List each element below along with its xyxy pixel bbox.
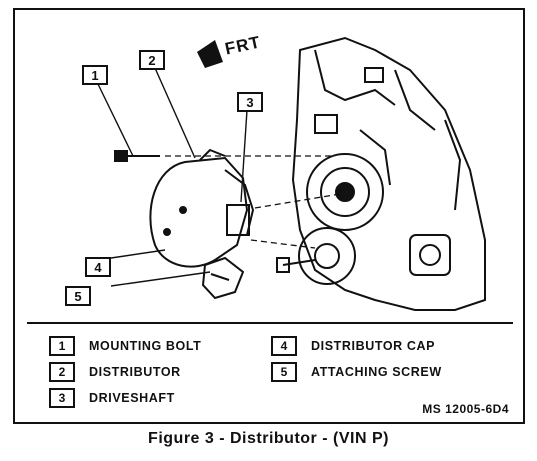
legend-label: DISTRIBUTOR CAP [311,339,436,353]
timing-gear [276,153,384,285]
legend-number: 1 [49,336,75,356]
legend-item: 4 DISTRIBUTOR CAP [271,336,435,356]
distributor-body [149,148,255,300]
callout-3: 3 [237,92,263,112]
alignment-lines [165,155,341,249]
legend-number: 4 [271,336,297,356]
legend-label: ATTACHING SCREW [311,365,442,379]
legend-number: 2 [49,362,75,382]
callout-1: 1 [82,65,108,85]
legend-divider [27,322,513,324]
legend-label: DISTRIBUTOR [89,365,181,379]
legend-number: 5 [271,362,297,382]
figure-caption: Figure 3 - Distributor - (VIN P) [148,430,389,447]
callout-5: 5 [65,286,91,306]
legend-item: 1 MOUNTING BOLT [49,336,201,356]
front-arrow-icon [197,40,223,68]
mounting-bolt [114,150,160,162]
distributor-illustration [96,36,486,311]
callout-4: 4 [85,257,111,277]
reference-code: MS 12005-6D4 [422,402,509,416]
engine-block [291,36,486,311]
callout-2: 2 [139,50,165,70]
legend-item: 3 DRIVESHAFT [49,388,175,408]
legend-number: 3 [49,388,75,408]
figure-frame: FRT 1 2 3 4 5 1 MOUNTING BOLT 2 DISTRIBU… [13,8,525,424]
leader-lines [96,67,248,287]
legend-label: MOUNTING BOLT [89,339,202,353]
legend-label: DRIVESHAFT [89,391,175,405]
legend-item: 2 DISTRIBUTOR [49,362,181,382]
legend-item: 5 ATTACHING SCREW [271,362,442,382]
